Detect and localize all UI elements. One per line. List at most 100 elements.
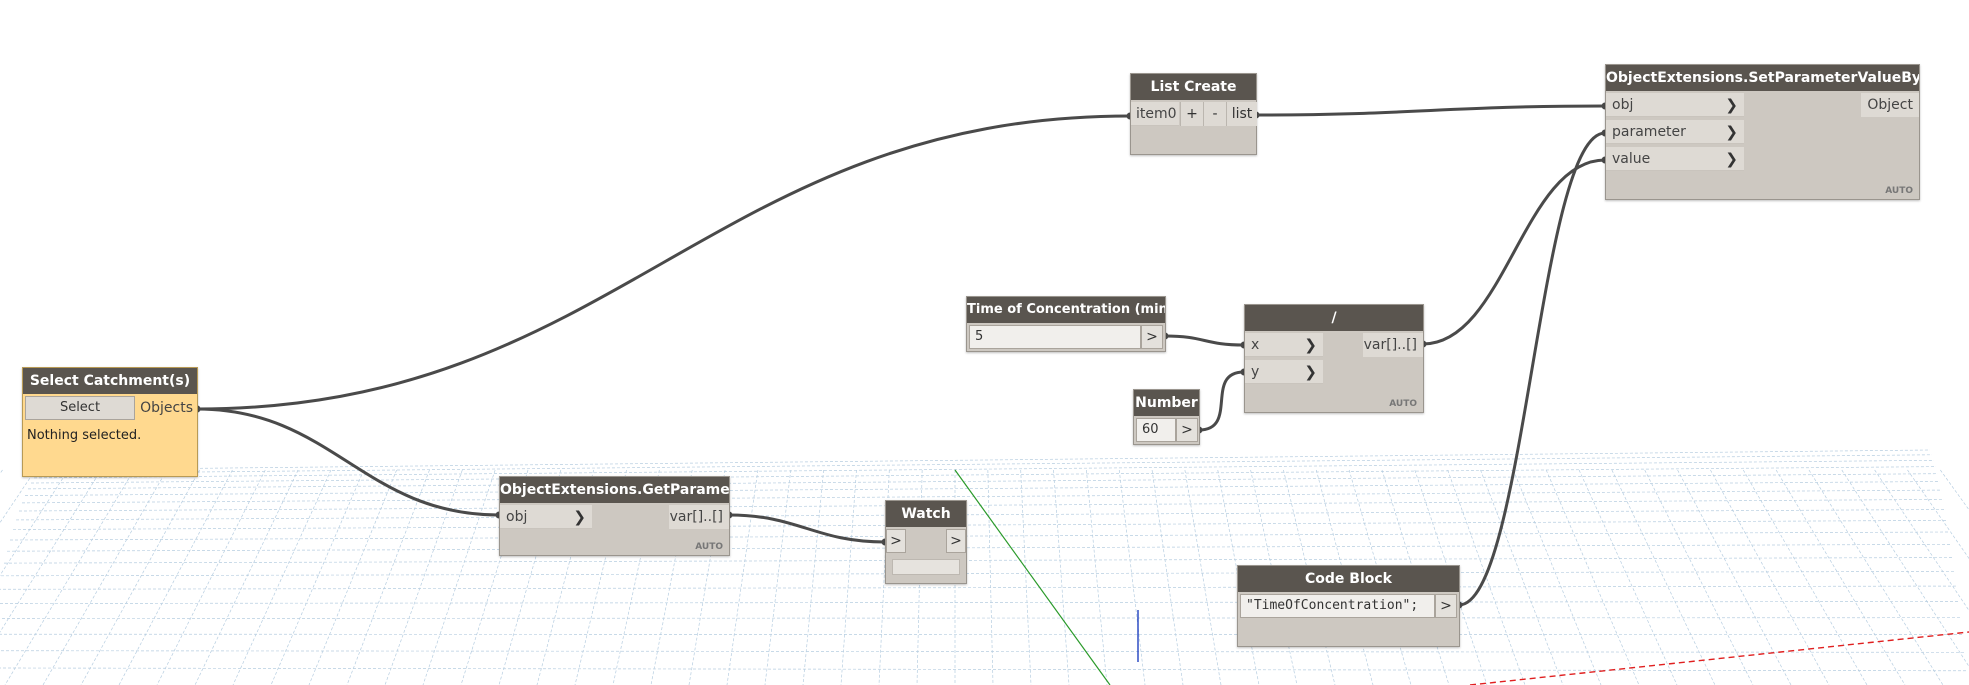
output-port[interactable]: > xyxy=(946,529,966,553)
grid-line xyxy=(27,473,1939,490)
wire-divide-to-setparam-value[interactable] xyxy=(1422,158,1606,346)
wire-objects-to-list-item0[interactable] xyxy=(196,114,1131,411)
chevron-right-icon: ❯ xyxy=(1725,96,1738,114)
node-code-block[interactable]: Code Block "TimeOfConcentration"; > xyxy=(1237,565,1460,647)
grid-line xyxy=(764,469,792,685)
node-title: Code Block xyxy=(1238,566,1459,592)
port-label: y xyxy=(1251,364,1260,380)
grid-line xyxy=(1414,469,1488,685)
grid-line xyxy=(24,481,1941,496)
grid-line xyxy=(30,466,1937,484)
grid-line xyxy=(1742,469,1868,685)
output-port[interactable]: > xyxy=(1141,325,1163,349)
output-port-objects[interactable]: Objects xyxy=(140,400,193,416)
output-port[interactable]: > xyxy=(1176,418,1198,442)
input-port-parameter[interactable]: parameter ❯ xyxy=(1606,120,1744,144)
chevron-right-icon: ❯ xyxy=(1725,123,1738,141)
grid-line xyxy=(4,469,135,685)
node-title: ObjectExtensions.GetParameters xyxy=(500,477,729,503)
node-get-parameters[interactable]: ObjectExtensions.GetParameters obj ❯ var… xyxy=(499,476,730,556)
wire-objects-to-getparameters-obj[interactable] xyxy=(196,407,500,517)
grid-line xyxy=(1118,469,1146,685)
wires xyxy=(193,102,1609,609)
wire-toc-to-divide-x[interactable] xyxy=(1164,334,1245,347)
grid-line xyxy=(1151,469,1184,685)
grid-line xyxy=(1710,469,1830,685)
grid-line xyxy=(39,449,1931,471)
grid-line xyxy=(1250,469,1298,685)
port-label: parameter xyxy=(1612,124,1686,140)
node-watch[interactable]: Watch > > xyxy=(885,500,967,584)
grid-line xyxy=(1545,469,1640,685)
grid-line xyxy=(6,544,1953,552)
node-title: Select Catchment(s) xyxy=(23,368,197,394)
string-input-field[interactable]: 5 xyxy=(969,325,1141,349)
grid-line xyxy=(36,454,1933,474)
grid-line xyxy=(15,509,1947,521)
chevron-right-icon: ❯ xyxy=(573,508,586,526)
select-button[interactable]: Select xyxy=(25,396,135,420)
grid-line xyxy=(346,469,430,685)
port-label: obj xyxy=(1612,97,1634,113)
grid-line xyxy=(1578,469,1678,685)
grid-line xyxy=(1644,469,1754,685)
add-input-button[interactable]: + xyxy=(1180,102,1203,126)
grid-line xyxy=(194,469,299,685)
grid-line xyxy=(33,459,1935,479)
wire-codeblock-to-setparam-parameter[interactable] xyxy=(1458,131,1606,607)
grid-line xyxy=(118,469,233,685)
input-port-y[interactable]: y ❯ xyxy=(1245,360,1323,384)
number-input-field[interactable]: 60 xyxy=(1136,418,1176,442)
grid-line xyxy=(156,469,266,685)
grid-line xyxy=(1874,469,1969,612)
grid-line xyxy=(1513,469,1602,685)
output-port-list[interactable]: list xyxy=(1226,102,1257,126)
lacing-indicator: AUTO xyxy=(1389,399,1417,409)
node-set-parameter-value[interactable]: ObjectExtensions.SetParameterValueByName… xyxy=(1605,64,1920,200)
code-editor[interactable]: "TimeOfConcentration"; xyxy=(1240,594,1435,618)
grid-line xyxy=(80,469,200,685)
selection-status-text: Nothing selected. xyxy=(27,428,142,443)
grid-line xyxy=(232,469,332,685)
node-select-catchments[interactable]: Select Catchment(s) Select Objects Nothi… xyxy=(22,367,198,477)
node-title: Number xyxy=(1134,390,1199,416)
node-number[interactable]: Number 60 > xyxy=(1133,389,1200,445)
grid-line xyxy=(1020,469,1032,685)
input-port-x[interactable]: x ❯ xyxy=(1245,333,1323,357)
grid-line xyxy=(422,469,496,685)
input-port-value[interactable]: value ❯ xyxy=(1606,147,1744,171)
wire-list-to-setparam-obj[interactable] xyxy=(1255,104,1606,117)
wire-number-to-divide-y[interactable] xyxy=(1198,370,1245,432)
output-port[interactable]: > xyxy=(1435,594,1457,618)
grid-line xyxy=(1447,469,1526,685)
input-port-item0[interactable]: item0 xyxy=(1131,102,1179,126)
chevron-right-icon: ❯ xyxy=(1725,150,1738,168)
lacing-indicator: AUTO xyxy=(695,542,723,552)
input-port[interactable]: > xyxy=(886,529,906,553)
node-divide[interactable]: / x ❯ y ❯ var[]..[] AUTO xyxy=(1244,304,1424,413)
grid-line xyxy=(726,469,759,685)
output-port-object[interactable]: Object xyxy=(1861,93,1919,117)
node-title: / xyxy=(1245,305,1423,331)
port-label: x xyxy=(1251,337,1260,353)
grid-line xyxy=(0,617,1963,619)
output-port-var[interactable]: var[]..[] xyxy=(1363,333,1423,357)
wire-getparams-to-watch[interactable] xyxy=(728,513,886,544)
input-port-obj[interactable]: obj ❯ xyxy=(500,505,592,529)
grid-line xyxy=(1086,469,1108,685)
background-grid xyxy=(0,449,1969,685)
grid-line xyxy=(42,469,168,685)
grid-line xyxy=(1775,469,1906,685)
grid-line xyxy=(0,571,1957,577)
grid-line xyxy=(0,469,3,475)
node-title: List Create xyxy=(1131,74,1256,100)
grid-line xyxy=(1940,469,1969,511)
chevron-right-icon: ❯ xyxy=(1304,336,1317,354)
grid-line xyxy=(0,469,36,524)
remove-input-button[interactable]: - xyxy=(1203,102,1226,126)
node-time-of-concentration[interactable]: Time of Concentration (min) 5 > xyxy=(966,296,1166,352)
input-port-obj[interactable]: obj ❯ xyxy=(1606,93,1744,117)
output-port-var[interactable]: var[]..[] xyxy=(669,505,729,529)
node-list-create[interactable]: List Create item0 + - list xyxy=(1130,73,1257,155)
grid-line xyxy=(3,557,1955,564)
